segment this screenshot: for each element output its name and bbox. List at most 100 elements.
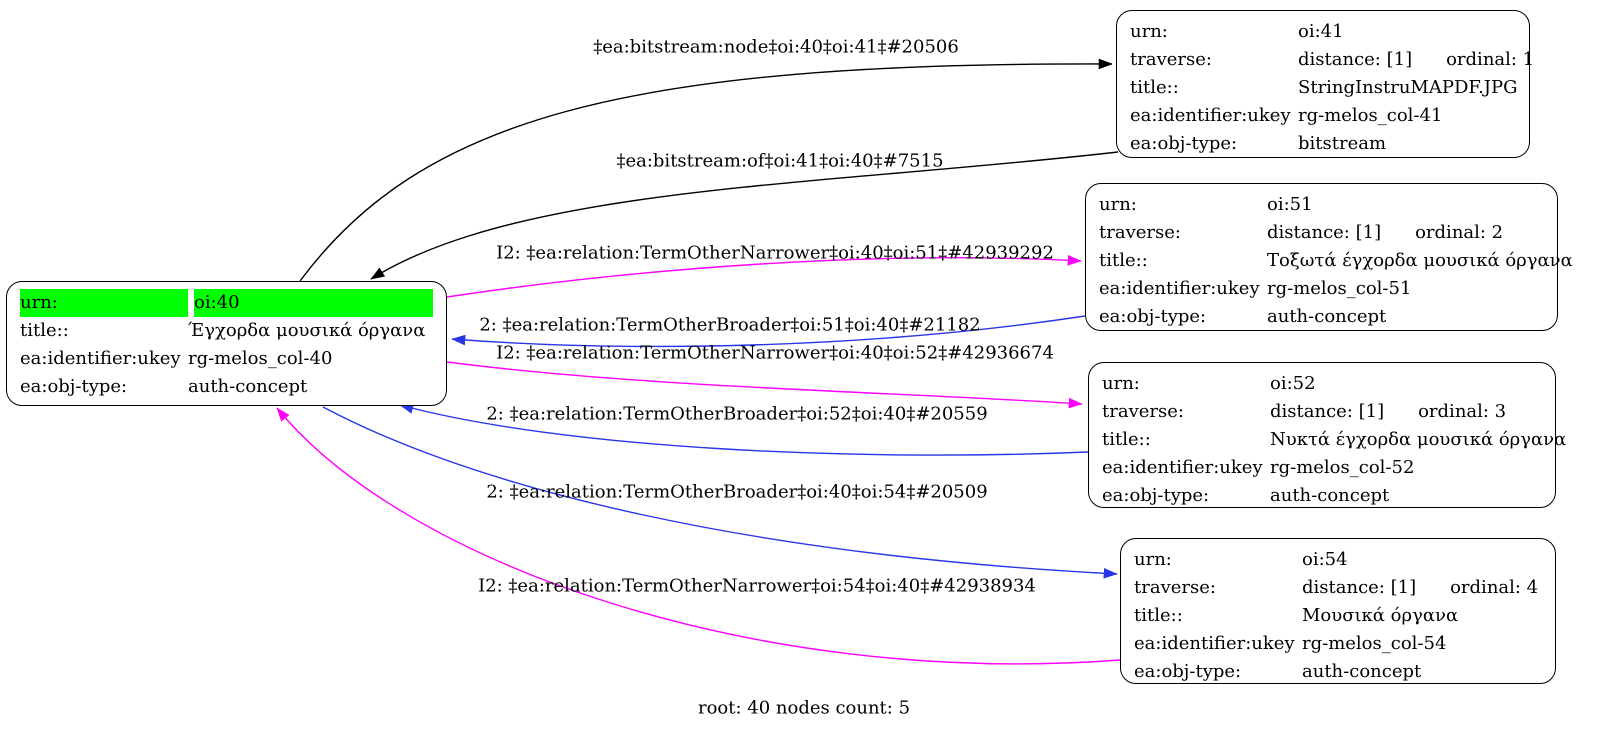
table-row-urn: urn: oi:51 xyxy=(1086,191,1557,219)
attr-key: title:: xyxy=(1102,429,1151,450)
node-oi52: urn: oi:52 traverse: distance: [1] ordina… xyxy=(1088,362,1566,510)
table-row-objtype: ea:obj-type: auth-concept xyxy=(7,373,446,401)
edge-label-narrower-40-51: I2: ‡ea:relation:TermOtherNarrower‡oi:40… xyxy=(496,242,1054,264)
attr-value: rg-melos_col-54 xyxy=(1302,633,1447,654)
attr-key: title:: xyxy=(1130,77,1179,98)
table-row-traverse: traverse: distance: [1]ordinal: 2 xyxy=(1086,219,1557,247)
traverse-distance: distance: [1] xyxy=(1270,401,1385,422)
attr-value: distance: [1] ordinal: 1 xyxy=(1298,46,1534,74)
attr-key: ea:obj-type: xyxy=(1099,306,1207,327)
attr-key: urn: xyxy=(1134,549,1172,570)
attr-value: bitstream xyxy=(1298,133,1387,154)
edge-narrower-54-40 xyxy=(276,407,1121,665)
table-row-urn: urn: oi:54 xyxy=(1121,546,1555,574)
attr-value: Έγχορδα μουσικά όργανα xyxy=(188,320,426,341)
table-row-title: title:: Μουσικά όργανα xyxy=(1121,602,1555,630)
attr-key: ea:identifier:ukey xyxy=(20,348,181,369)
attr-value: oi:51 xyxy=(1267,194,1313,215)
traverse-ordinal: ordinal: 3 xyxy=(1418,401,1507,422)
attr-key: traverse: xyxy=(1130,49,1212,70)
attr-value: Τοξωτά έγχορδα μουσικά όργανα xyxy=(1267,250,1573,271)
traverse-ordinal: ordinal: 4 xyxy=(1450,577,1539,598)
edge-label-broader-52-40: 2: ‡ea:relation:TermOtherBroader‡oi:52‡o… xyxy=(486,403,988,425)
edge-label-bitstream-node: ‡ea:bitstream:node‡oi:40‡oi:41‡#20506 xyxy=(593,36,959,58)
attr-value: rg-melos_col-52 xyxy=(1270,457,1415,478)
table-row-objtype: ea:obj-type: auth-concept xyxy=(1086,303,1557,331)
table-row-urn: urn: oi:41 xyxy=(1117,18,1529,46)
edge-broader-51-40 xyxy=(451,315,1086,348)
attr-key: ea:obj-type: xyxy=(20,376,128,397)
table-row-identifier: ea:identifier:ukey rg-melos_col-40 xyxy=(7,345,446,373)
node-oi41: urn: oi:41 traverse: distance: [1] ordina… xyxy=(1116,10,1534,158)
attr-key: title:: xyxy=(1099,250,1148,271)
table-row-traverse: traverse: distance: [1] ordinal: 4 xyxy=(1121,574,1555,602)
attr-value: Νυκτά έγχορδα μουσικά όργανα xyxy=(1270,429,1567,450)
table-row-traverse: traverse: distance: [1] ordinal: 3 xyxy=(1089,398,1555,426)
node-oi51: urn: oi:51 traverse: distance: [1]ordina… xyxy=(1085,183,1573,331)
table-row-objtype: ea:obj-type: auth-concept xyxy=(1121,658,1555,686)
attr-value: distance: [1] ordinal: 4 xyxy=(1302,574,1542,602)
table-row-traverse: traverse: distance: [1] ordinal: 1 xyxy=(1117,46,1534,74)
attr-value: oi:52 xyxy=(1270,373,1316,394)
attr-value: auth-concept xyxy=(1270,485,1390,506)
attr-value: auth-concept xyxy=(1302,661,1422,682)
attr-key: ea:obj-type: xyxy=(1134,661,1242,682)
edge-broader-52-40 xyxy=(399,403,1089,456)
attr-key: title:: xyxy=(1134,605,1183,626)
attr-value: oi:40 xyxy=(194,289,433,317)
attr-key: ea:obj-type: xyxy=(1102,485,1210,506)
attr-value: rg-melos_col-41 xyxy=(1298,105,1443,126)
attr-value: oi:54 xyxy=(1302,549,1348,570)
traverse-ordinal: ordinal: 2 xyxy=(1415,222,1504,243)
table-row-identifier: ea:identifier:ukey rg-melos_col-41 xyxy=(1117,102,1529,130)
table-row-title: title:: Έγχορδα μουσικά όργανα xyxy=(7,317,446,345)
traverse-ordinal: ordinal: 1 xyxy=(1446,49,1535,70)
attr-value: rg-melos_col-51 xyxy=(1267,278,1412,299)
attr-value: Μουσικά όργανα xyxy=(1302,605,1459,626)
traverse-distance: distance: [1] xyxy=(1298,49,1413,70)
edge-label-broader-40-54: 2: ‡ea:relation:TermOtherBroader‡oi:40‡o… xyxy=(486,481,988,503)
attr-key: urn: xyxy=(1099,194,1137,215)
node-oi54: urn: oi:54 traverse: distance: [1] ordina… xyxy=(1120,538,1556,684)
attr-value: auth-concept xyxy=(1267,306,1387,327)
table-row-title: title:: Νυκτά έγχορδα μουσικά όργανα xyxy=(1089,426,1566,454)
attr-key: ea:identifier:ukey xyxy=(1099,278,1260,299)
attr-key: ea:identifier:ukey xyxy=(1102,457,1263,478)
edge-label-broader-51-40: 2: ‡ea:relation:TermOtherBroader‡oi:51‡o… xyxy=(479,314,981,336)
attr-key: traverse: xyxy=(1102,401,1184,422)
table-row-objtype: ea:obj-type: auth-concept xyxy=(1089,482,1555,510)
edge-label-narrower-54-40: I2: ‡ea:relation:TermOtherNarrower‡oi:54… xyxy=(478,575,1036,597)
attr-key: ea:obj-type: xyxy=(1130,133,1238,154)
attr-key: urn: xyxy=(1130,21,1168,42)
table-row-urn: urn: oi:52 xyxy=(1089,370,1555,398)
attr-key: traverse: xyxy=(1134,577,1216,598)
attr-value: distance: [1] ordinal: 3 xyxy=(1270,398,1542,426)
edge-narrower-40-51 xyxy=(446,254,1082,298)
node-oi40: urn: oi:40 title:: Έγχορδα μουσικά όργαν… xyxy=(6,281,447,406)
attr-key: urn: xyxy=(20,289,188,317)
table-row-urn: urn: oi:40 xyxy=(7,289,446,317)
edge-bitstream-of-41-40 xyxy=(370,151,1119,280)
attr-key: title:: xyxy=(20,320,69,341)
attr-key: urn: xyxy=(1102,373,1140,394)
table-row-objtype: ea:obj-type: bitstream xyxy=(1117,130,1529,158)
edge-narrower-40-52 xyxy=(446,361,1083,409)
table-row-identifier: ea:identifier:ukey rg-melos_col-54 xyxy=(1121,630,1555,658)
attr-value: distance: [1] ordinal: 2 xyxy=(1267,219,1544,247)
graph-caption: root: 40 nodes count: 5 xyxy=(697,697,911,719)
edge-label-bitstream-of: ‡ea:bitstream:of‡oi:41‡oi:40‡#7515 xyxy=(616,150,944,172)
attr-key: ea:identifier:ukey xyxy=(1134,633,1295,654)
edge-bitstream-node-40-41 xyxy=(299,58,1113,282)
attr-value: StringInstruMAPDF.JPG xyxy=(1298,77,1518,98)
attr-key: ea:identifier:ukey xyxy=(1130,105,1291,126)
table-row-identifier: ea:identifier:ukey rg-melos_col-52 xyxy=(1089,454,1555,482)
traverse-distance: distance: [1] xyxy=(1302,577,1417,598)
edge-broader-40-54 xyxy=(322,406,1118,579)
traverse-distance: distance: [1] xyxy=(1267,222,1382,243)
attr-value: oi:41 xyxy=(1298,21,1344,42)
table-row-title: title:: Τοξωτά έγχορδα μουσικά όργανα xyxy=(1086,247,1573,275)
attr-value: rg-melos_col-40 xyxy=(188,348,333,369)
attr-value: auth-concept xyxy=(188,376,308,397)
